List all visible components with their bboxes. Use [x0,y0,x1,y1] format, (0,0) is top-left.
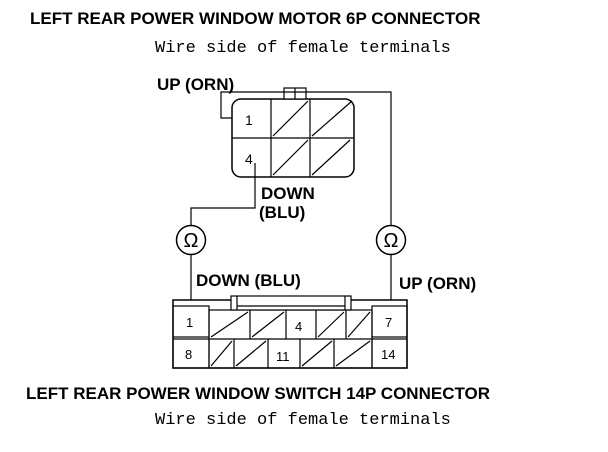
ohm-symbol-left: Ω [184,230,199,252]
switch-pin-7: 7 [385,315,392,330]
motor-blank-cavity-3 [311,100,353,137]
switch-blank-cavity-6 [347,311,371,338]
switch-blank-cavity-13 [335,340,371,367]
motor-down-color-label: (BLU) [259,203,306,222]
switch-connector-title: LEFT REAR POWER WINDOW SWITCH 14P CONNEC… [26,384,491,403]
switch-connector [172,295,408,369]
motor-connector-title: LEFT REAR POWER WINDOW MOTOR 6P CONNECTO… [30,9,481,28]
motor-connector-subtitle: Wire side of female terminals [155,39,451,58]
ohm-symbol-right: Ω [384,230,399,252]
switch-pin-8: 8 [185,347,192,362]
down-wire-upper [190,163,256,226]
switch-down-label: DOWN (BLU) [196,271,301,290]
switch-blank-cavity-5 [317,311,345,338]
switch-blank-cavity-12 [301,340,333,367]
switch-blank-cavity-9 [210,340,233,367]
ohmmeter-right-icon [375,224,407,256]
switch-pin-11: 11 [276,349,290,364]
motor-pin-1: 1 [245,112,253,128]
switch-pin-1: 1 [186,315,193,330]
motor-up-label: UP (ORN) [157,75,235,94]
switch-pin-4: 4 [295,319,302,334]
ohmmeter-left-icon [175,224,207,256]
switch-up-label: UP (ORN) [399,274,477,293]
switch-connector-subtitle: Wire side of female terminals [155,411,451,430]
motor-connector [231,87,355,178]
up-wire-upper [220,91,392,226]
motor-blank-cavity-5 [272,139,309,176]
switch-pin-14: 14 [381,347,395,362]
motor-down-label: DOWN [261,184,315,203]
switch-blank-cavity-2 [210,311,249,338]
motor-pin-4: 4 [245,151,253,167]
switch-blank-cavity-10 [235,340,267,367]
motor-blank-cavity-6 [311,139,351,176]
motor-blank-cavity-2 [272,100,309,137]
switch-blank-cavity-3 [251,311,285,338]
